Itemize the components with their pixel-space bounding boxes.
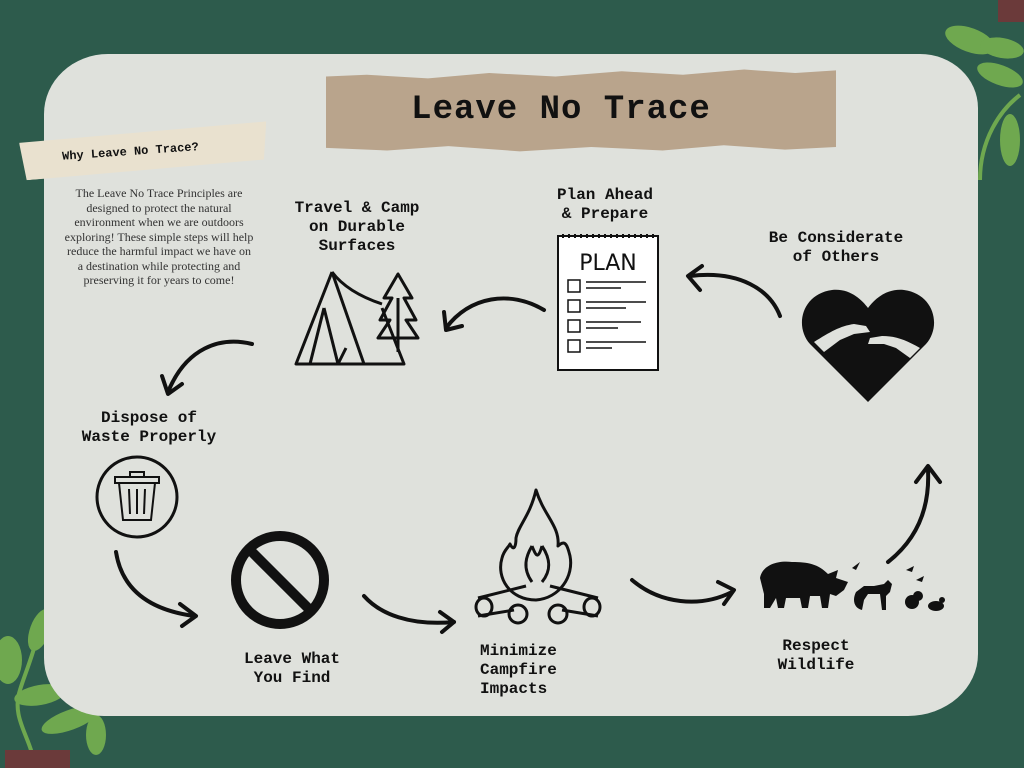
title-banner: Leave No Trace: [326, 69, 836, 152]
principle-dispose-waste-label: Dispose of Waste Properly: [81, 409, 217, 446]
principle-minimize-campfire-label: Minimize Campfire Impacts: [480, 642, 557, 698]
campfire-icon: [474, 488, 602, 625]
plant-top-right-icon: [945, 0, 1024, 180]
why-heading: Why Leave No Trace?: [61, 140, 200, 164]
tent-tree-icon: [294, 271, 420, 366]
principle-plan-ahead-label: Plan Ahead & Prepare: [556, 186, 653, 223]
svg-text:PLAN: PLAN: [579, 251, 637, 276]
trash-can-icon: [95, 455, 179, 539]
prohibited-icon: [231, 531, 329, 629]
why-body-text: The Leave No Trace Principles are design…: [64, 186, 254, 287]
heart-hands-icon: [801, 289, 935, 402]
principle-travel-camp-label: Travel & Camp on Durable Surfaces: [294, 199, 420, 255]
principle-be-considerate-label: Be Considerate of Others: [768, 229, 904, 266]
plan-notepad-icon: PLAN: [557, 234, 659, 371]
principle-respect-wildlife-label: Respect Wildlife: [777, 637, 855, 674]
page-title: Leave No Trace: [411, 91, 711, 129]
wildlife-icon: [760, 561, 945, 611]
principle-leave-what-you-find-label: Leave What You Find: [243, 650, 340, 687]
